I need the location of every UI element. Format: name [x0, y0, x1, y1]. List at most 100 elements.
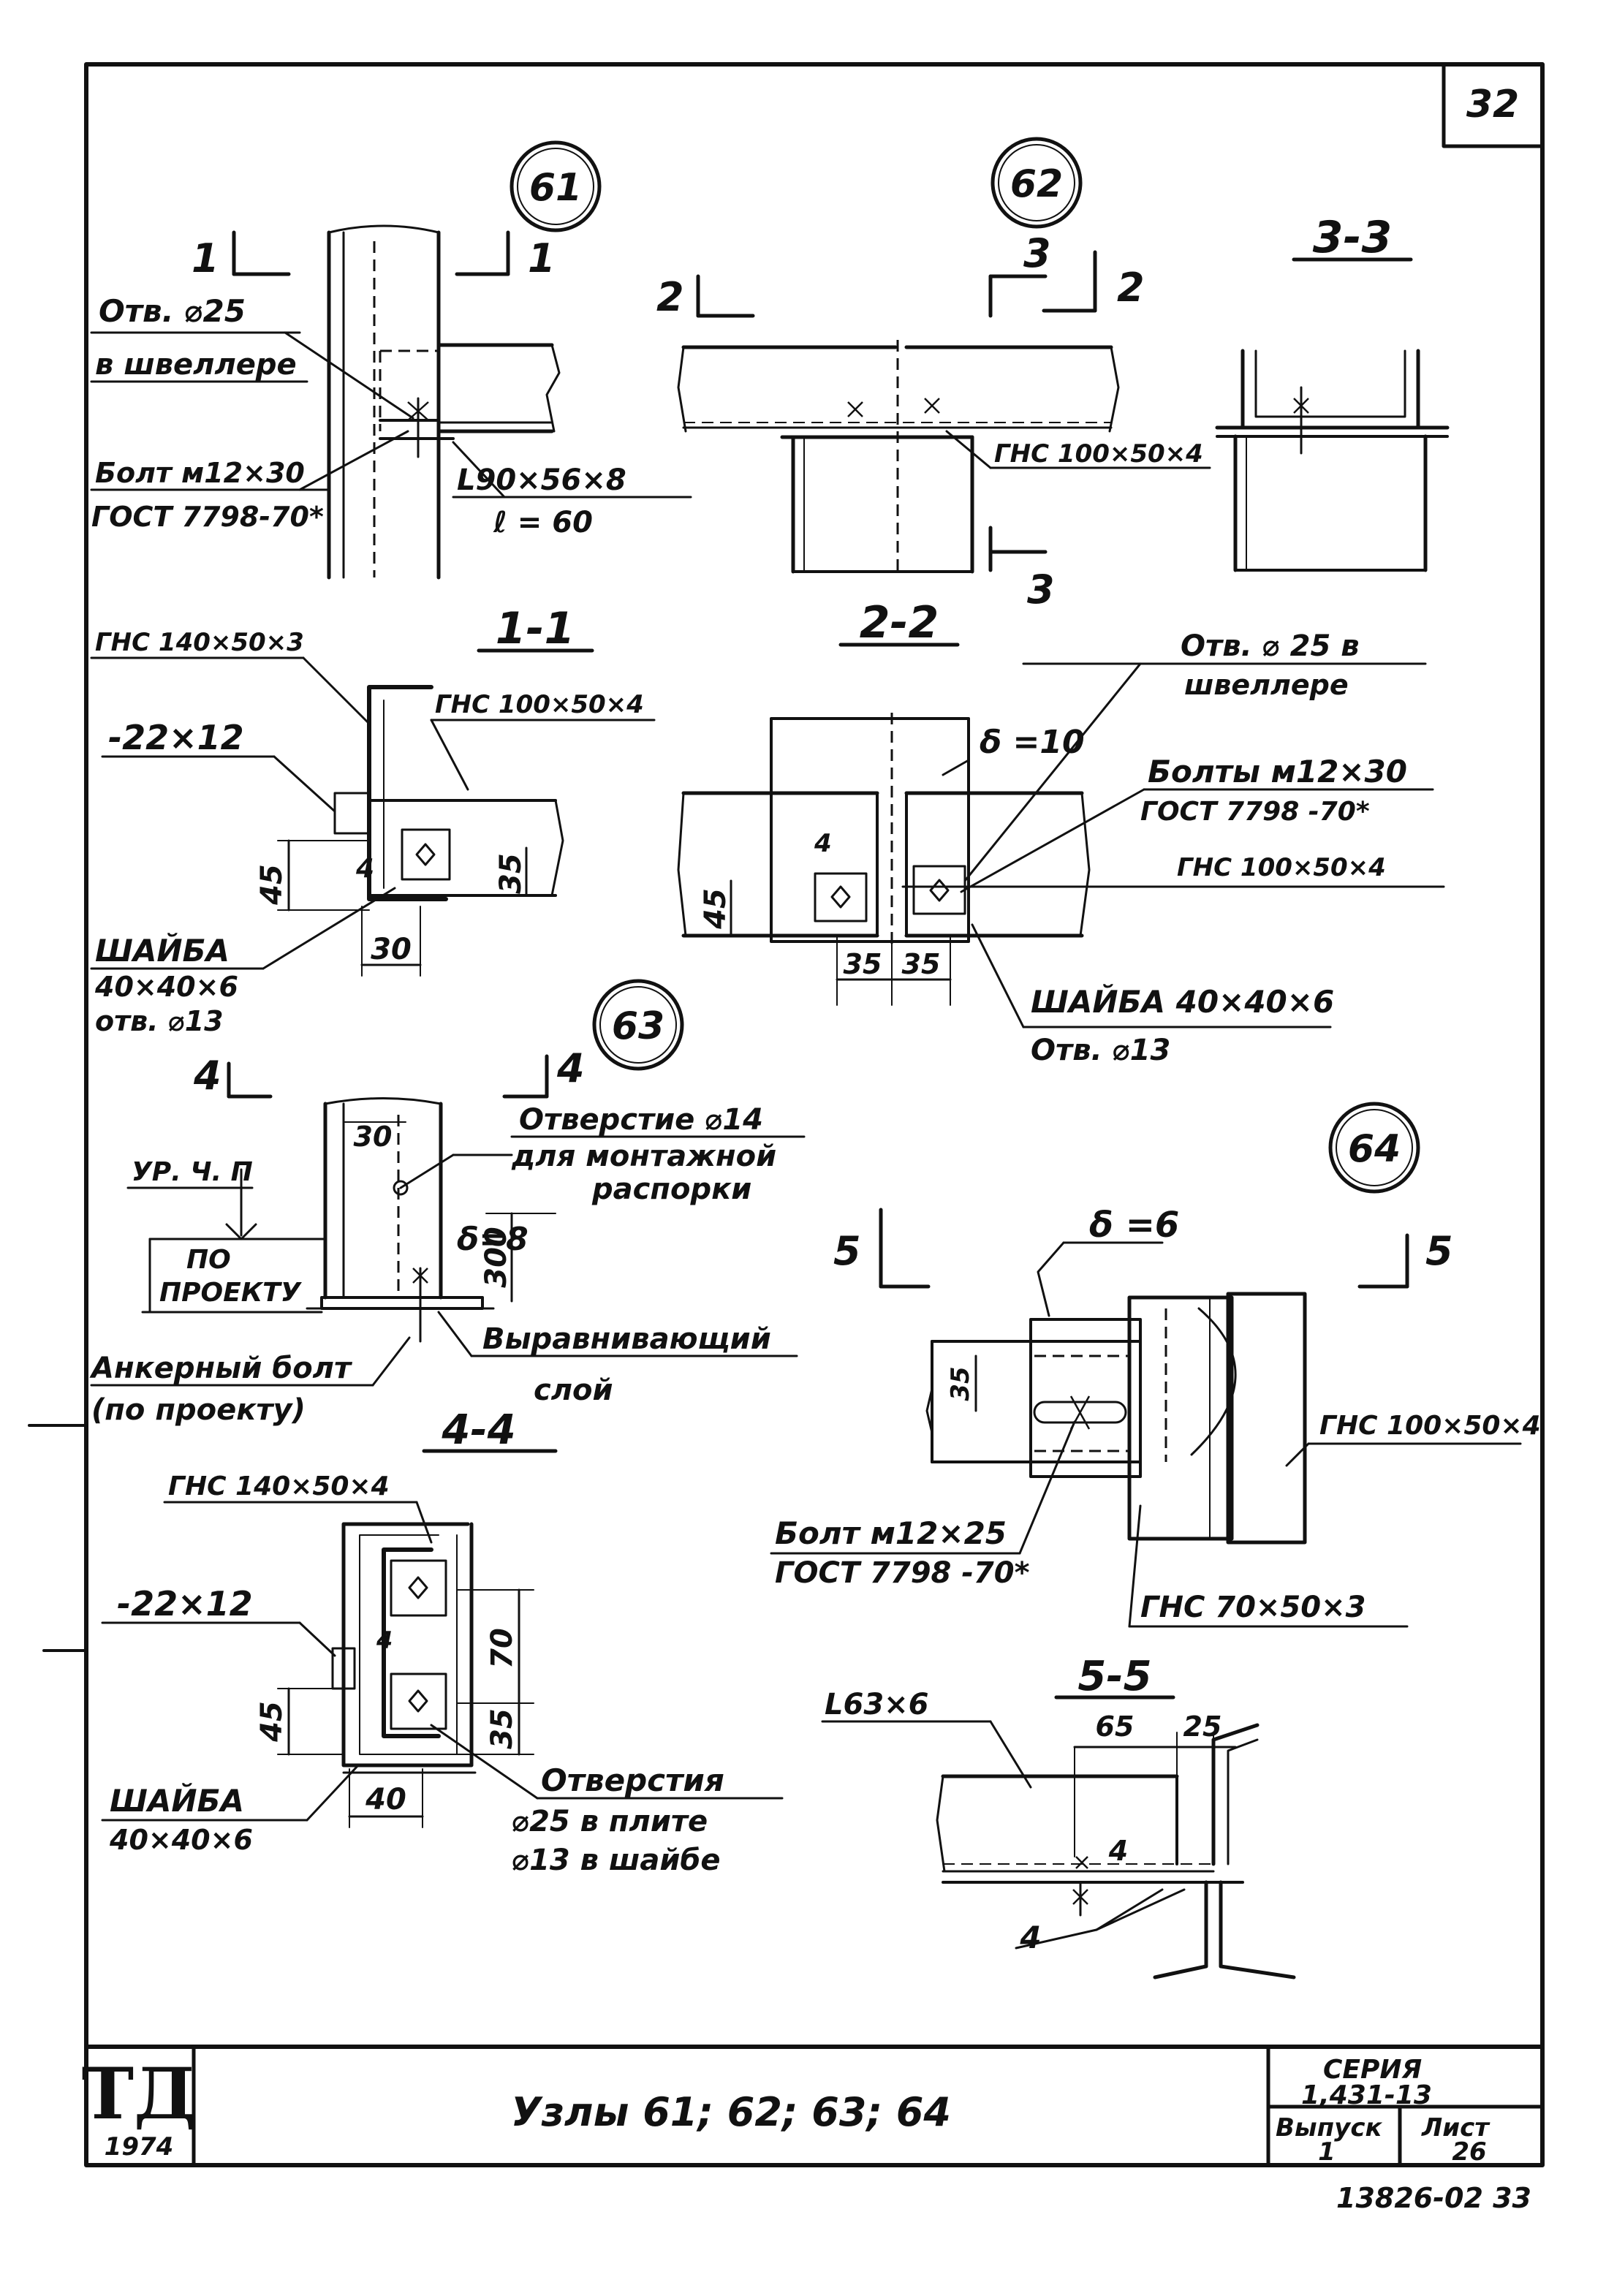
section-4-4-drawing — [331, 1522, 477, 1774]
s11-dimensions — [277, 839, 528, 977]
cut-4-right: 4 — [556, 1045, 585, 1091]
s55-dim-25: 25 — [1183, 1710, 1222, 1743]
title-block — [84, 2045, 1545, 2167]
n64-bolt-1: Болт м12×25 — [775, 1515, 1007, 1551]
s11-washer-3: отв. ⌀13 — [95, 1005, 224, 1037]
s22-dim-35a: 35 — [844, 948, 882, 980]
sheet-frame — [28, 62, 1545, 2167]
s44-dim-40: 40 — [365, 1783, 406, 1816]
cut-2-left: 2 — [656, 274, 684, 320]
n64-ghs100: ГНС 100×50×4 — [1319, 1411, 1541, 1441]
s55-angle: L63×6 — [825, 1688, 929, 1721]
sheet-label: Лист — [1421, 2113, 1491, 2142]
s44-ghs140: ГНС 140×50×4 — [168, 1471, 390, 1501]
n63-anchor-2: (по проекту) — [91, 1393, 306, 1427]
cut-4-left: 4 — [193, 1053, 221, 1099]
s22-dim-45: 45 — [699, 888, 732, 930]
cut-3-top: 3 — [1023, 230, 1051, 276]
node-63: 63 — [612, 1004, 664, 1048]
issue-value: 1 — [1318, 2137, 1336, 2167]
s22-washer-2: Отв. ⌀13 — [1031, 1034, 1170, 1067]
cut-1-left: 1 — [192, 235, 219, 281]
series-label: СЕРИЯ — [1323, 2055, 1422, 2085]
n61-angle-line-1: L90×56×8 — [457, 463, 626, 497]
s44-holes-3: ⌀13 в шайбе — [512, 1844, 720, 1877]
n63-opening-1: Отверстие ⌀14 — [519, 1103, 763, 1137]
s22-dimensions — [730, 879, 952, 1006]
n63-layer-1: Выравнивающий — [482, 1322, 771, 1356]
n63-dim-300: 300 — [480, 1227, 513, 1288]
node-64: 64 — [1348, 1127, 1401, 1171]
s44-washer-1: ШАЙБА — [110, 1782, 244, 1819]
s44-plate: -22×12 — [117, 1584, 253, 1624]
s22-delta: δ =10 — [980, 724, 1085, 761]
node-62-drawing — [677, 340, 1211, 574]
n61-hole-line-1: Отв. ⌀25 — [99, 293, 246, 329]
sheet-title: Узлы 61; 62; 63; 64 — [511, 2089, 951, 2135]
s11-ghs100: ГНС 100×50×4 — [435, 690, 644, 719]
s22-hole-2: швеллере — [1184, 669, 1349, 701]
cut-1-right: 1 — [528, 235, 556, 281]
s55-weld-top: 4 — [1108, 1835, 1128, 1867]
sheet-value: 26 — [1452, 2137, 1486, 2167]
s22-ghs: ГНС 100×50×4 — [1177, 853, 1386, 882]
section-5-5-drawing — [936, 1723, 1296, 1979]
cut-2-right: 2 — [1117, 265, 1145, 311]
node-61: 61 — [529, 166, 582, 210]
s44-dimensions — [277, 1588, 534, 1828]
node-61-drawing — [327, 224, 561, 580]
section-2-2-drawing — [677, 713, 1091, 950]
section-1-1-drawing — [333, 685, 564, 901]
n63-opening-2: для монтажной — [511, 1140, 776, 1173]
n63-level: УР. Ч. П — [132, 1157, 253, 1187]
s55-dim-65: 65 — [1096, 1710, 1135, 1743]
n63-opening-3: распорки — [591, 1172, 751, 1206]
archive-number: 13826-02 33 — [1336, 2182, 1531, 2214]
section-cut-markers — [227, 230, 1409, 1289]
section-3-3-title: 3-3 — [1313, 212, 1392, 263]
n61-angle-line-2: ℓ = 60 — [493, 506, 593, 539]
s44-dim-70: 70 — [485, 1628, 519, 1669]
section-4-4-title: 4-4 — [441, 1406, 515, 1454]
s44-holes-1: Отверстия — [541, 1762, 724, 1798]
n64-bolt-2: ГОСТ 7798 -70* — [775, 1556, 1030, 1590]
n64-delta: δ =6 — [1089, 1205, 1179, 1246]
s22-bolts-1: Болты м12×30 — [1148, 754, 1407, 789]
page-number: 32 — [1466, 83, 1519, 126]
n63-project-2: ПРОЕКТУ — [159, 1278, 303, 1308]
n63-dim-30: 30 — [354, 1121, 393, 1153]
s11-washer-2: 40×40×6 — [94, 971, 238, 1003]
cut-3-bottom: 3 — [1027, 567, 1055, 613]
node-circles — [510, 137, 1420, 1194]
s22-bolts-2: ГОСТ 7798 -70* — [1140, 797, 1370, 827]
node-64-drawing — [925, 1292, 1307, 1545]
cut-5-left: 5 — [833, 1228, 861, 1274]
s11-washer-1: ШАЙБА — [95, 932, 230, 969]
s11-ghs140: ГНС 140×50×3 — [95, 628, 304, 657]
section-1-1-title: 1-1 — [496, 603, 575, 654]
s55-weld-bottom: 4 — [1019, 1920, 1041, 1955]
n61-hole-line-2: в швеллере — [95, 348, 297, 382]
series-value: 1,431-13 — [1301, 2080, 1432, 2110]
s11-dim-35: 35 — [494, 853, 528, 894]
section-3-3-drawing — [1215, 349, 1450, 572]
n64-ghs70: ГНС 70×50×3 — [1140, 1591, 1366, 1624]
s11-dim-30: 30 — [371, 933, 412, 966]
n63-layer-2: слой — [534, 1374, 613, 1407]
s11-dim-4: 4 — [355, 854, 374, 884]
issue-label: Выпуск — [1276, 2113, 1382, 2142]
s22-hole-1: Отв. ⌀ 25 в — [1181, 629, 1360, 663]
s22-dim-4: 4 — [814, 829, 832, 858]
s22-washer-1: ШАЙБА 40×40×6 — [1031, 983, 1334, 1020]
s44-holes-2: ⌀25 в плите — [512, 1805, 708, 1838]
n64-dim-35: 35 — [946, 1366, 975, 1401]
n62-ghs: ГНС 100×50×4 — [994, 439, 1203, 469]
s44-washer-2: 40×40×6 — [109, 1824, 253, 1856]
s44-dim-4: 4 — [376, 1626, 393, 1654]
n63-delta: δ=8 — [457, 1221, 529, 1258]
n63-project-1: ПО — [186, 1245, 231, 1275]
s44-dim-45: 45 — [255, 1701, 289, 1743]
node-62: 62 — [1010, 162, 1063, 206]
section-5-5-title: 5-5 — [1077, 1653, 1151, 1700]
